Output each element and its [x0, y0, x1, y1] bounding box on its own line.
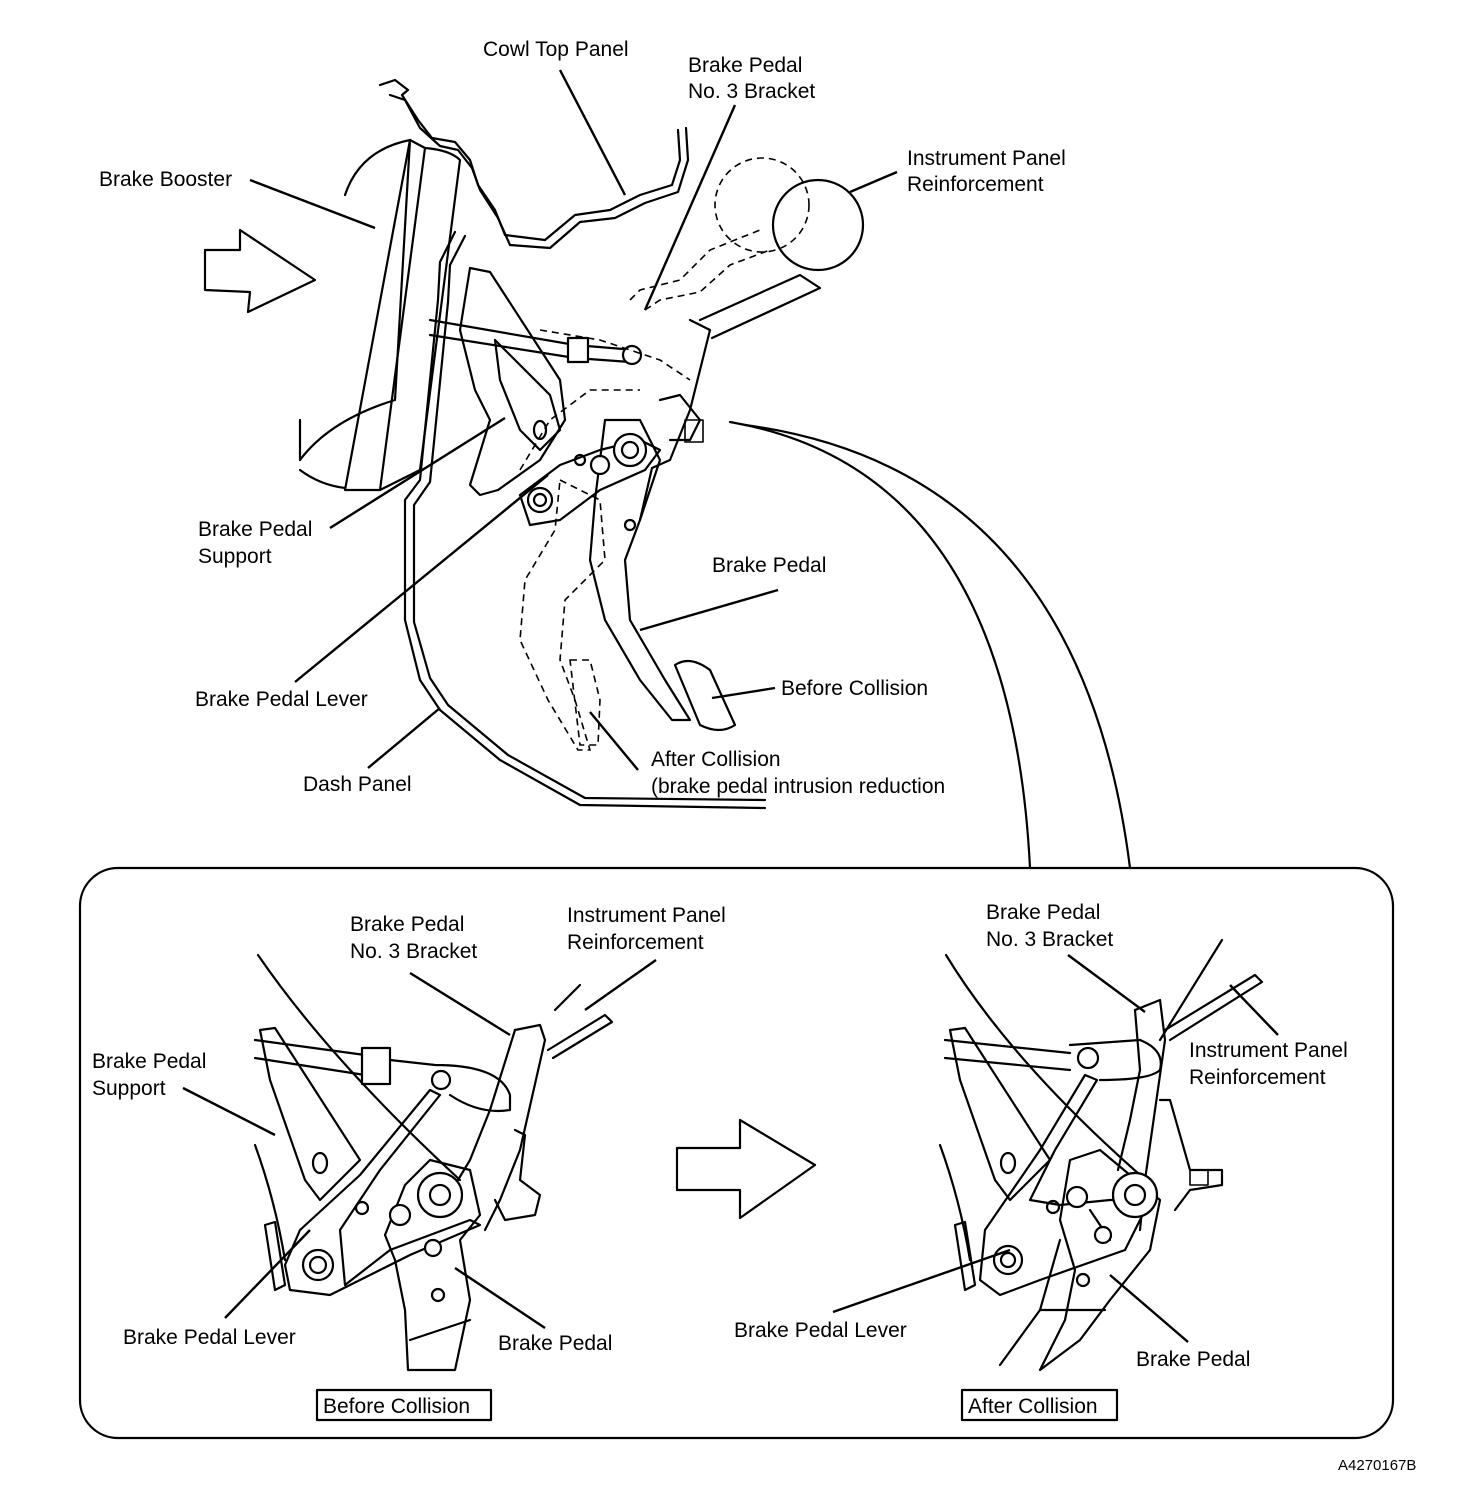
- detail-before-label-bracket-line2: No. 3 Bracket: [350, 940, 477, 963]
- detail-before-pedal: [383, 1158, 482, 1372]
- detail-after-label-bracket-line1: Brake Pedal: [986, 901, 1100, 924]
- caption-box-after: [960, 1388, 1119, 1422]
- brake-pedal-lever-shape: [518, 438, 662, 527]
- detail-before-label-bracket-line1: Brake Pedal: [350, 913, 464, 936]
- detail-before-label-ip-line2: Reinforcement: [567, 931, 704, 954]
- label-after-collision-line2: (brake pedal intrusion reduction: [651, 775, 945, 798]
- detail-before-label-support-line1: Brake Pedal: [92, 1050, 206, 1073]
- brake-pedal-arm-shape: [588, 418, 692, 722]
- label-brake-booster: Brake Booster: [99, 168, 232, 191]
- detail-before-label-ip-line1: Instrument Panel: [567, 904, 726, 927]
- callout-curve: [728, 420, 1032, 870]
- top-leaders: [249, 69, 898, 771]
- label-ip-reinforcement-line2: Reinforcement: [907, 173, 1044, 196]
- brake-booster: [298, 138, 462, 492]
- detail-before-label-support-line2: Support: [92, 1077, 166, 1100]
- figure-id: A4270167B: [1338, 1457, 1416, 1474]
- dash-panel-shape: [403, 230, 767, 810]
- detail-after-label-bracket-line2: No. 3 Bracket: [986, 928, 1113, 951]
- detail-box: [78, 866, 1395, 1440]
- detail-after-label-ip-line1: Instrument Panel: [1189, 1039, 1348, 1062]
- label-bracket-line2: No. 3 Bracket: [688, 80, 815, 103]
- caption-before-collision: Before Collision: [323, 1395, 470, 1418]
- label-after-collision-line1: After Collision: [651, 748, 781, 771]
- label-cowl-top-panel: Cowl Top Panel: [483, 38, 629, 61]
- label-dash-panel: Dash Panel: [303, 773, 412, 796]
- transition-arrow: [675, 1118, 817, 1220]
- top-view: Cowl Top Panel Brake Pedal No. 3 Bracket…: [99, 38, 1132, 870]
- label-before-collision: Before Collision: [781, 677, 928, 700]
- caption-after-collision: After Collision: [968, 1395, 1098, 1418]
- detail-before-label-pedal: Brake Pedal: [498, 1332, 612, 1355]
- caption-box-before: [315, 1388, 493, 1422]
- label-ip-reinforcement-line1: Instrument Panel: [907, 147, 1066, 170]
- label-support-line1: Brake Pedal: [198, 518, 312, 541]
- cowl-top-panel-shape: [378, 78, 682, 242]
- detail-after-label-pedal: Brake Pedal: [1136, 1348, 1250, 1371]
- detail-after: Brake Pedal No. 3 Bracket Instrument Pan…: [734, 901, 1348, 1422]
- ip-reinforcement-circle: [771, 178, 865, 272]
- label-brake-pedal-lever: Brake Pedal Lever: [195, 688, 368, 711]
- label-support-line2: Support: [198, 545, 272, 568]
- label-bracket-line1: Brake Pedal: [688, 54, 802, 77]
- brake-pedal-support-shape: [458, 266, 567, 497]
- ip-reinforcement-circle-dashed: [714, 157, 810, 253]
- after-collision-pedal-dashed: [519, 478, 606, 751]
- detail-before: Brake Pedal No. 3 Bracket Instrument Pan…: [92, 904, 726, 1422]
- detail-after-label-lever: Brake Pedal Lever: [734, 1319, 907, 1342]
- label-brake-pedal: Brake Pedal: [712, 554, 826, 577]
- detail-before-label-lever: Brake Pedal Lever: [123, 1326, 296, 1349]
- detail-after-label-ip-line2: Reinforcement: [1189, 1066, 1326, 1089]
- collision-arrow: [203, 228, 317, 314]
